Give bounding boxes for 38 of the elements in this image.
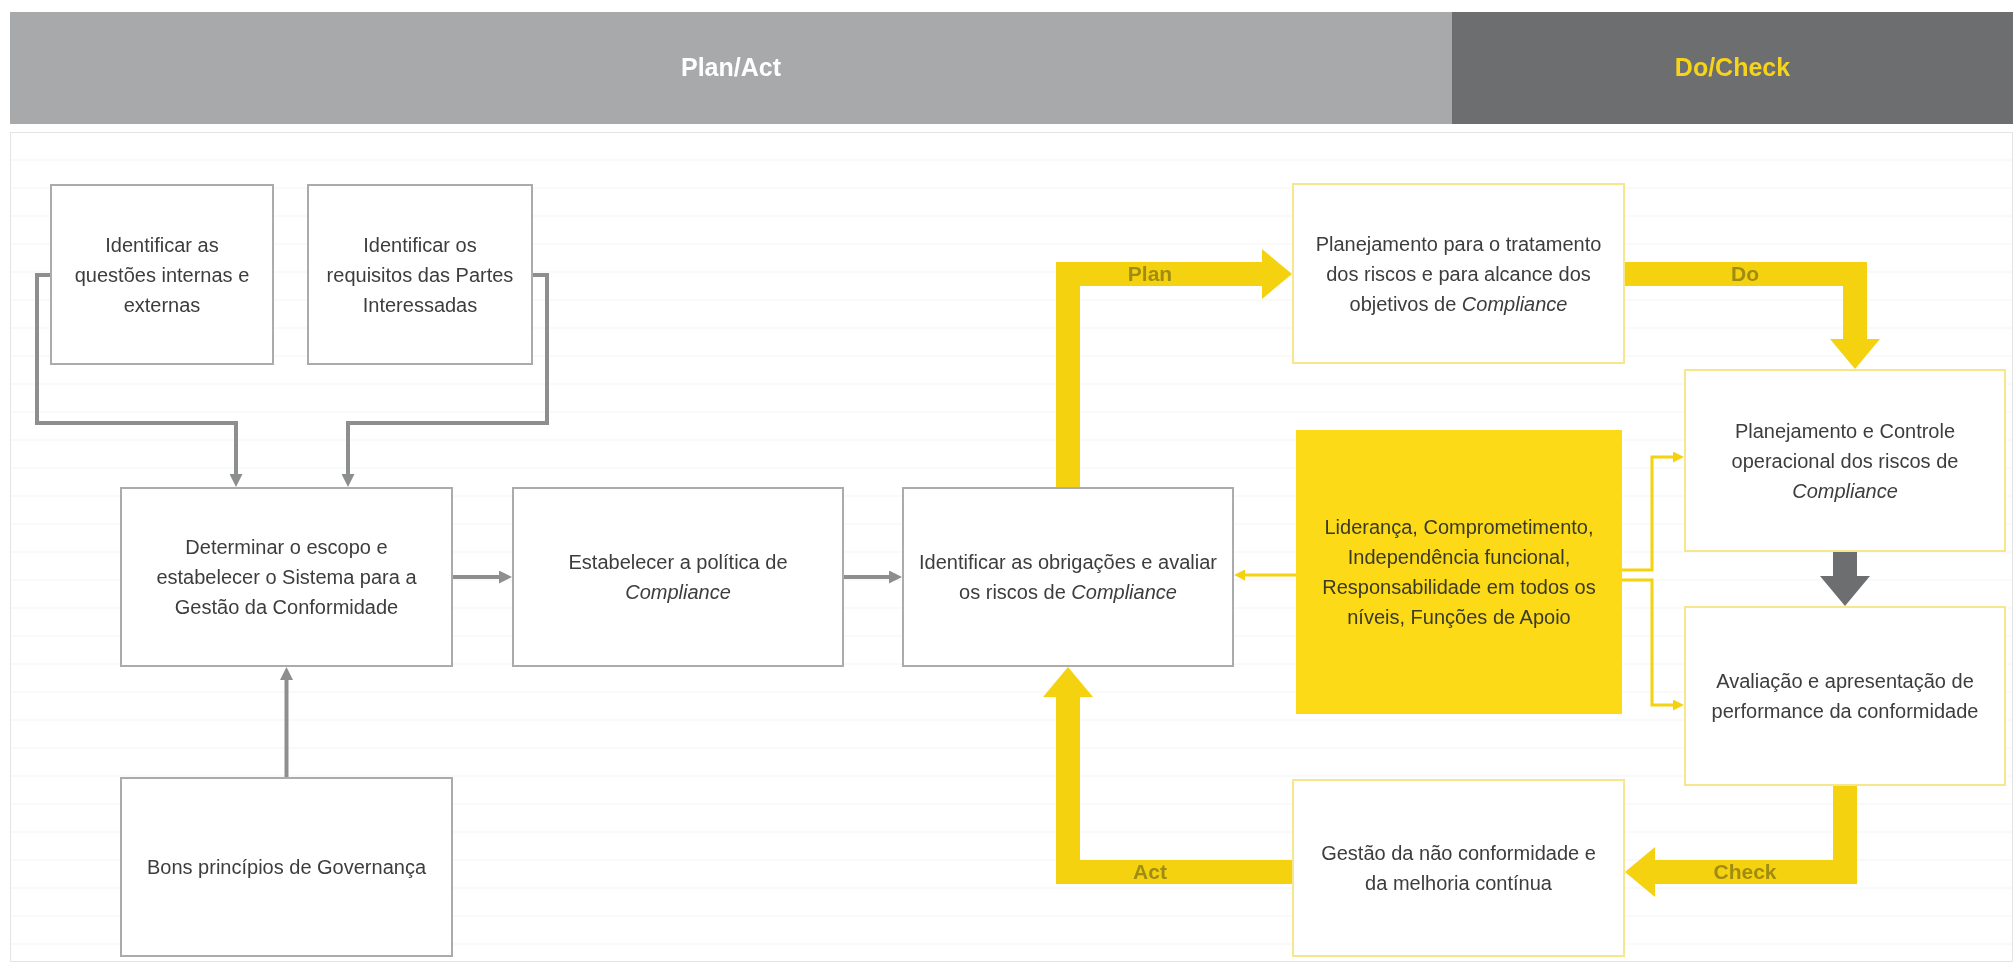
box-text: Plan/Act — [681, 52, 781, 84]
block-arrow — [1625, 262, 1880, 369]
box-text: Gestão da não conformidade e da melhoria contínua — [1320, 841, 1597, 896]
arrow — [453, 570, 512, 584]
arrow — [844, 570, 902, 584]
arrow — [1622, 578, 1684, 711]
box-text: Planejamento e Controle operacional dos riscos de Compliance — [1730, 418, 1960, 504]
arrow — [1622, 451, 1684, 572]
arrow — [1234, 569, 1296, 581]
block-arrow — [1043, 667, 1292, 884]
box-text: Identificar as questões internas e externas — [73, 232, 251, 318]
highlight-box — [1296, 430, 1622, 714]
box-text: Avaliação e apresentação de performance da conformidade — [1710, 669, 1980, 724]
box-text: Liderança, Comprometimento, Independência funcional, Responsabilidade em todos os níveis, Funções de Apoio — [1321, 515, 1597, 630]
box-text: Estabelecer a política de Compliance — [567, 550, 789, 605]
box-text: Planejamento para o tratamento dos riscos e para alcance dos objetivos de Compliance — [1314, 231, 1603, 317]
process-box — [902, 487, 1234, 667]
arrow — [35, 273, 243, 487]
process-box — [512, 487, 844, 667]
process-box — [1292, 779, 1625, 957]
box-text: Identificar as obrigações e avaliar os riscos de Compliance — [918, 550, 1218, 605]
process-box — [1684, 369, 2006, 552]
process-box — [120, 777, 453, 957]
box-text: Do/Check — [1674, 52, 1791, 84]
process-box — [1684, 606, 2006, 786]
block-arrow — [1056, 249, 1292, 487]
process-box — [50, 184, 274, 365]
box-text: Bons princípios de Governança — [146, 855, 427, 880]
process-box — [1292, 183, 1625, 364]
phase-header-band — [1452, 12, 2013, 124]
block-arrow — [1820, 552, 1870, 606]
arrow — [280, 667, 293, 777]
phase-header-band — [10, 12, 1452, 124]
process-box — [307, 184, 533, 365]
box-text: Identificar os requisitos das Partes Interessadas — [325, 232, 515, 318]
box-text: Determinar o escopo e estabelecer o Sistema para a Gestão da Conformidade — [155, 535, 418, 620]
process-box — [120, 487, 453, 667]
arrow — [341, 273, 549, 487]
